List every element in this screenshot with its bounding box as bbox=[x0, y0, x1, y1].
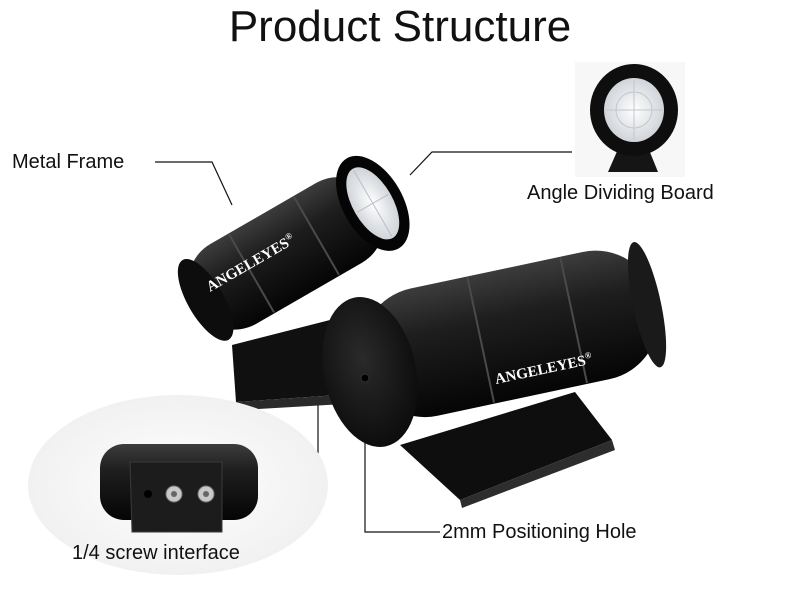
label-metal-frame: Metal Frame bbox=[12, 151, 125, 173]
guide-scope-back: ANGELEYES® bbox=[177, 155, 410, 410]
page-title: Product Structure bbox=[228, 2, 572, 51]
base-bracket-front bbox=[400, 392, 612, 500]
angle-board-inset bbox=[575, 62, 685, 177]
leader-angle-board bbox=[409, 151, 572, 176]
base-bracket-back bbox=[232, 320, 338, 402]
positioning-hole bbox=[360, 373, 370, 383]
label-positioning-hole: 2mm Positioning Hole bbox=[442, 521, 637, 543]
guide-scope-front: ANGELEYES® bbox=[322, 242, 667, 508]
screw-interface-inset bbox=[28, 395, 328, 575]
label-angle-dividing-board: Angle Dividing Board bbox=[527, 182, 714, 204]
leader-metal-frame bbox=[155, 161, 233, 206]
label-screw-interface: 1/4 screw interface bbox=[72, 542, 240, 564]
end-cap bbox=[322, 297, 418, 447]
